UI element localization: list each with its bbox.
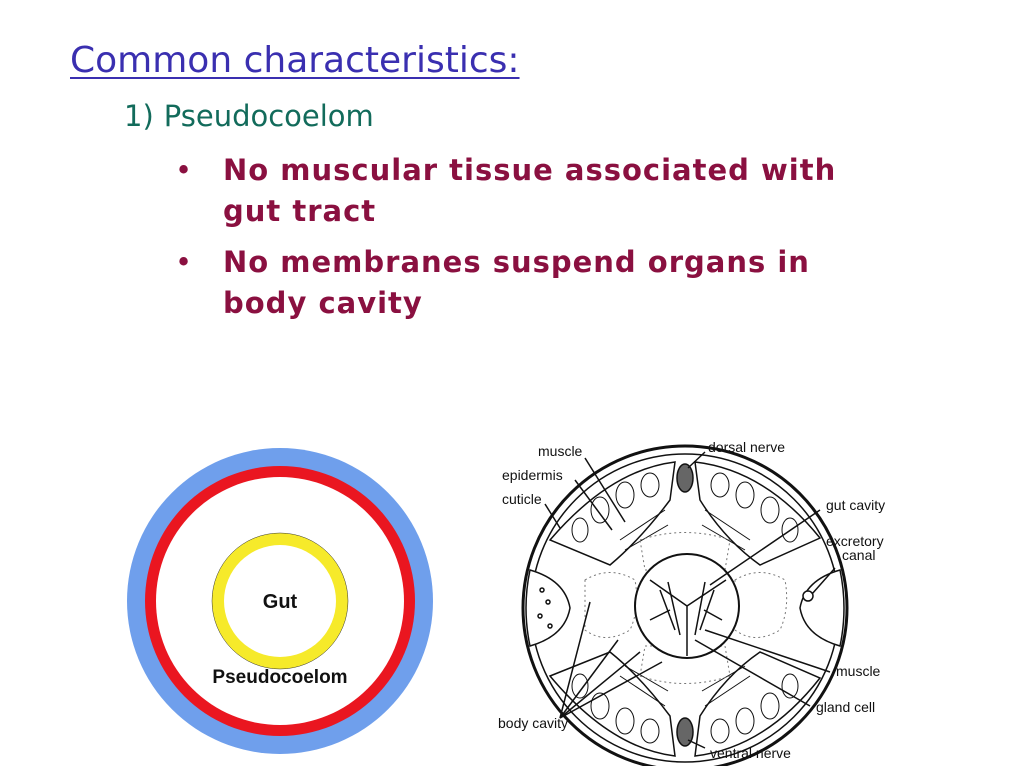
- label-cuticle: cuticle: [502, 491, 542, 507]
- muscle-quadrant-lower-right: [694, 651, 822, 757]
- label-body-cavity: body cavity: [498, 715, 568, 731]
- label-gland-cell: gland cell: [816, 699, 875, 715]
- label-dorsal-nerve: dorsal nerve: [708, 439, 785, 455]
- muscle-quadrant-upper-left: [548, 461, 676, 566]
- lateral-cord-right: [799, 569, 845, 647]
- label-gut-cavity: gut cavity: [826, 497, 885, 513]
- muscle-cell-texture: [571, 472, 799, 744]
- dorsal-nerve-cord: [676, 463, 694, 493]
- label-excretory: excretory: [826, 533, 884, 549]
- leader-lines: [544, 451, 836, 749]
- lateral-cord-left: [525, 569, 571, 647]
- pseudocoelom-diagram: Gut Pseudocoelom: [127, 448, 433, 754]
- label-muscle-bottom: muscle: [836, 663, 881, 679]
- muscle-quadrants: [548, 461, 822, 757]
- ventral-nerve-cord: [676, 717, 694, 747]
- gut-lumen: [224, 545, 336, 657]
- gut-label: Gut: [263, 591, 298, 613]
- bullet-marker: •: [175, 245, 194, 279]
- bullet-item: • No muscular tissue associated with gut…: [175, 150, 895, 232]
- bullet-list: • No muscular tissue associated with gut…: [175, 150, 895, 334]
- muscle-quadrant-upper-right: [694, 461, 822, 566]
- label-ventral-nerve: ventral nerve: [710, 745, 791, 761]
- body-cavity-cells: [584, 532, 788, 684]
- subheading-text: Pseudocoelom: [163, 99, 374, 133]
- subheading: 1) Pseudocoelom: [124, 99, 374, 133]
- subheading-number: 1): [124, 99, 154, 133]
- slide-title: Common characteristics:: [70, 40, 520, 81]
- lateral-cords: [525, 569, 845, 647]
- label-epidermis: epidermis: [502, 467, 563, 483]
- gut-cavity-lumen: [649, 579, 727, 656]
- bullet-text: No membranes suspend organs in body cavi…: [223, 245, 810, 320]
- label-muscle-top: muscle: [538, 443, 583, 459]
- nematode-cross-section: muscle epidermis cuticle dorsal nerve gu…: [498, 439, 885, 766]
- bullet-text: No muscular tissue associated with gut t…: [223, 153, 837, 228]
- pseudocoelom-label: Pseudocoelom: [212, 667, 347, 688]
- bullet-item: • No membranes suspend organs in body ca…: [175, 242, 895, 324]
- label-canal: canal: [842, 547, 875, 563]
- bullet-marker: •: [175, 153, 194, 187]
